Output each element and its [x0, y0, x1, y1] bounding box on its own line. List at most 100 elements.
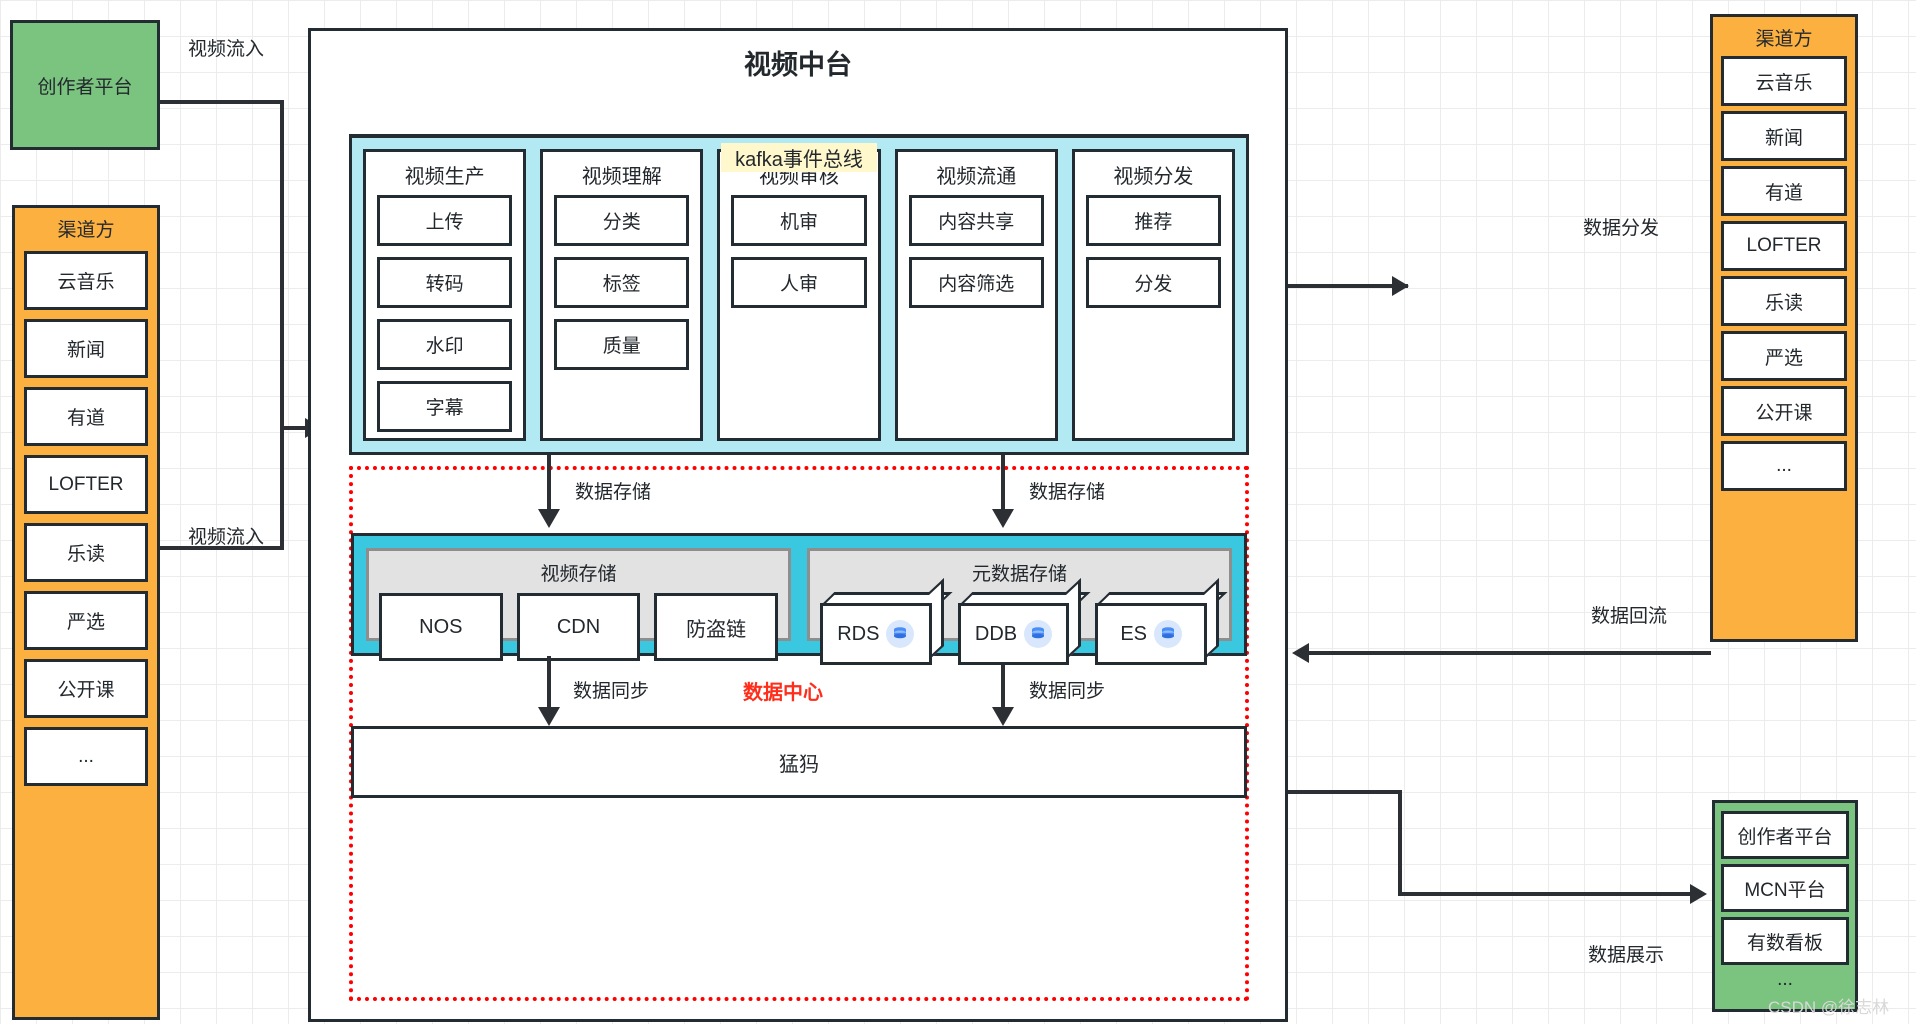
stage-0-item-3[interactable]: 字幕: [377, 381, 513, 432]
data-warehouse-label: 猛犸: [779, 753, 819, 776]
video-storage-title: 视频存储: [540, 564, 617, 585]
stage-1-item-2[interactable]: 质量: [554, 319, 690, 370]
right-channel-item-1[interactable]: 新闻: [1721, 111, 1847, 161]
meta-storage-group: 元数据存储 RDS DDB: [807, 548, 1232, 665]
video-storage-item-2[interactable]: 防盗链: [654, 593, 779, 661]
database-icon: [1154, 620, 1183, 648]
stage-4-item-1[interactable]: 分发: [1085, 257, 1222, 308]
creator-platform-box[interactable]: 创作者平台: [10, 20, 160, 150]
stage-video-distribution: 视频分发 推荐 分发: [1071, 149, 1236, 441]
connector-backflow-h: [1307, 651, 1711, 655]
stage-title-2: 视频审核: [759, 166, 839, 188]
connector-distribute-h: [1288, 284, 1408, 288]
video-storage-group: 视频存储 NOS CDN 防盗链: [366, 548, 791, 661]
label-video-in-top: 视频流入: [188, 39, 265, 60]
label-data-store-left: 数据存储: [575, 482, 652, 503]
connector-display-h2: [1398, 892, 1698, 896]
storage-container: 视频存储 NOS CDN 防盗链 元数据存储 RDS: [351, 533, 1247, 665]
arrow-display: [1690, 884, 1707, 904]
consumer-item-3: ...: [1777, 969, 1793, 990]
left-channel-item-5[interactable]: 严选: [24, 591, 148, 650]
stage-video-circulation: 视频流通 内容共享 内容筛选: [894, 149, 1058, 441]
pipeline-container: 视频生产 上传 转码 水印 字幕 视频理解 分类 标签 质量 视频审核 机审 人…: [349, 135, 1249, 455]
stage-3-item-0[interactable]: 内容共享: [908, 195, 1044, 246]
stage-video-understanding: 视频理解 分类 标签 质量: [540, 149, 704, 441]
connector-display-h1: [1288, 790, 1402, 794]
stage-title-4: 视频分发: [1113, 166, 1194, 188]
meta-storage-item-1[interactable]: DDB: [957, 578, 1090, 665]
label-data-backflow: 数据回流: [1591, 606, 1668, 627]
meta-storage-item-2[interactable]: ES: [1095, 578, 1228, 665]
cube-front-face: ES: [1095, 603, 1208, 665]
stage-video-review: 视频审核 机审 人审: [717, 149, 881, 441]
right-channel-item-3[interactable]: LOFTER: [1721, 221, 1847, 271]
database-icon: [886, 620, 915, 648]
left-channel-item-3[interactable]: LOFTER: [24, 455, 148, 514]
connector-creator-v: [280, 100, 284, 550]
right-channel-item-4[interactable]: 乐读: [1721, 276, 1847, 326]
meta-storage-label-2: ES: [1120, 622, 1148, 645]
left-channel-item-7[interactable]: ...: [24, 727, 148, 786]
stage-3-item-1[interactable]: 内容筛选: [908, 257, 1044, 308]
stage-0-item-2[interactable]: 水印: [377, 319, 513, 370]
right-channel-panel-title: 渠道方: [1755, 29, 1813, 50]
arrow-sync-left: [538, 707, 560, 726]
kafka-bus-label: kafka事件总线: [721, 142, 877, 172]
stage-0-item-0[interactable]: 上传: [377, 195, 513, 246]
creator-platform-label: 创作者平台: [37, 76, 133, 98]
stage-4-item-0[interactable]: 推荐: [1085, 195, 1222, 246]
left-channel-item-2[interactable]: 有道: [24, 387, 148, 446]
meta-storage-item-0[interactable]: RDS: [820, 578, 953, 665]
right-channel-item-0[interactable]: 云音乐: [1721, 56, 1847, 106]
arrow-distribute: [1392, 276, 1409, 296]
stage-2-item-0[interactable]: 机审: [731, 195, 867, 246]
stage-title-0: 视频生产: [404, 166, 485, 188]
csdn-watermark: CSDN @徐志林: [1768, 998, 1890, 1017]
meta-storage-label-0: RDS: [837, 622, 880, 645]
stage-1-item-0[interactable]: 分类: [554, 195, 690, 246]
meta-storage-title: 元数据存储: [971, 564, 1067, 585]
right-consumer-panel: 创作者平台 MCN平台 有数看板 ...: [1712, 800, 1858, 1012]
cube-front-face: RDS: [820, 603, 932, 665]
connector-sync-left-v: [547, 656, 551, 714]
consumer-item-2[interactable]: 有数看板: [1721, 917, 1849, 965]
center-platform-title: 视频中台: [744, 50, 852, 80]
stage-2-item-1[interactable]: 人审: [731, 257, 867, 308]
right-channel-item-2[interactable]: 有道: [1721, 166, 1847, 216]
connector-channel-h1: [160, 546, 284, 550]
left-channel-item-1[interactable]: 新闻: [24, 319, 148, 378]
stage-title-3: 视频流通: [936, 166, 1017, 188]
arrow-backflow: [1292, 643, 1309, 663]
connector-creator-h1: [160, 100, 284, 104]
label-data-distribute: 数据分发: [1583, 218, 1660, 239]
stage-video-production: 视频生产 上传 转码 水印 字幕: [363, 149, 527, 441]
arrow-store-right: [992, 509, 1014, 528]
stage-1-item-1[interactable]: 标签: [554, 257, 690, 308]
left-channel-item-6[interactable]: 公开课: [24, 659, 148, 718]
left-channel-item-0[interactable]: 云音乐: [24, 251, 148, 310]
consumer-item-0[interactable]: 创作者平台: [1721, 811, 1849, 859]
label-video-in-bottom: 视频流入: [188, 527, 265, 548]
right-channel-panel: 渠道方 云音乐 新闻 有道 LOFTER 乐读 严选 公开课 ...: [1710, 14, 1858, 642]
data-warehouse-box[interactable]: 猛犸: [351, 726, 1247, 798]
video-storage-item-0[interactable]: NOS: [379, 593, 503, 661]
label-data-sync-right: 数据同步: [1029, 681, 1106, 702]
left-channel-item-4[interactable]: 乐读: [24, 523, 148, 582]
right-channel-item-5[interactable]: 严选: [1721, 331, 1847, 381]
connector-sync-right-v: [1001, 656, 1005, 714]
stage-title-1: 视频理解: [581, 166, 662, 188]
right-channel-item-7[interactable]: ...: [1721, 441, 1847, 491]
label-data-display: 数据展示: [1588, 945, 1665, 966]
consumer-item-1[interactable]: MCN平台: [1721, 864, 1849, 912]
connector-store-left-v: [547, 455, 551, 515]
label-data-store-right: 数据存储: [1029, 482, 1106, 503]
cube-front-face: DDB: [957, 603, 1070, 665]
right-channel-item-6[interactable]: 公开课: [1721, 386, 1847, 436]
stage-0-item-1[interactable]: 转码: [377, 257, 513, 308]
left-channel-panel: 渠道方 云音乐 新闻 有道 LOFTER 乐读 严选 公开课 ...: [12, 205, 160, 1020]
connector-merge-h: [280, 426, 316, 430]
meta-storage-label-1: DDB: [974, 622, 1018, 645]
arrow-store-left: [538, 509, 560, 528]
video-storage-item-1[interactable]: CDN: [516, 593, 641, 661]
connector-store-right-v: [1001, 455, 1005, 515]
